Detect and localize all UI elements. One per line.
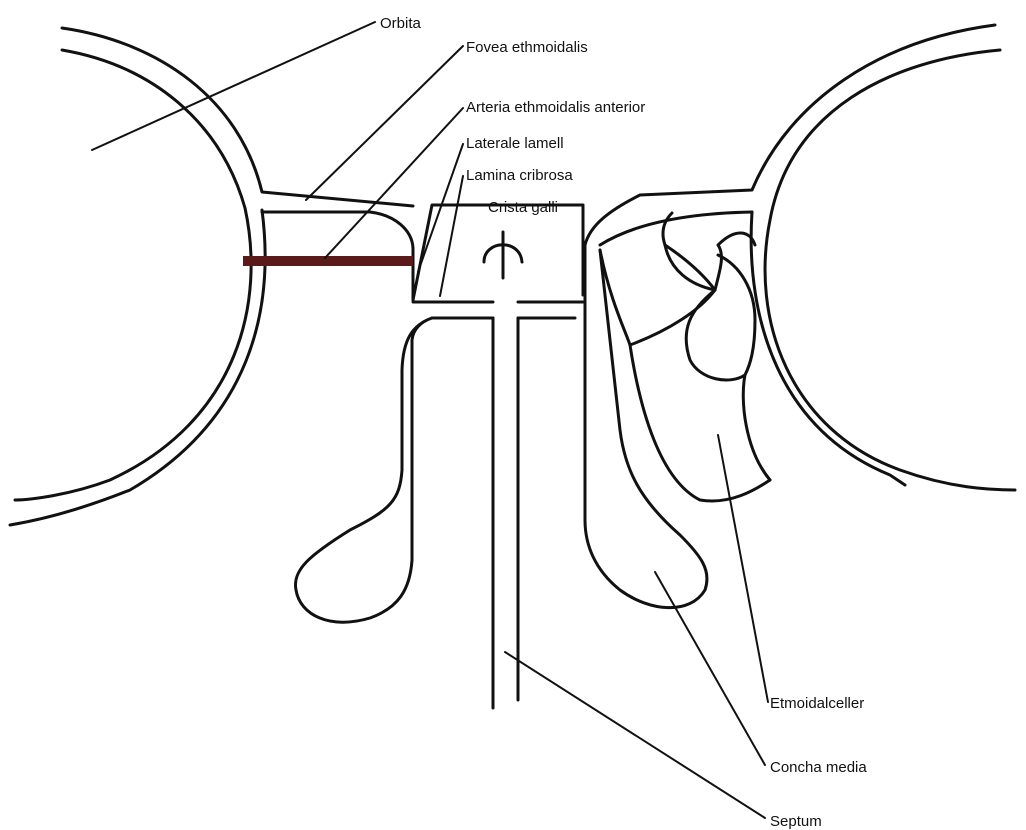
label-arteria-ethmoidalis-anterior: Arteria ethmoidalis anterior <box>466 99 645 116</box>
leader-etmoidalceller <box>718 435 768 702</box>
label-orbita: Orbita <box>380 15 422 32</box>
label-lamina-cribrosa: Lamina cribrosa <box>466 167 573 184</box>
label-septum: Septum <box>770 813 822 830</box>
label-crista-galli: Crista galli <box>488 199 558 216</box>
right-concha-media <box>585 245 707 608</box>
ethmoid-cell-1 <box>600 213 715 345</box>
right-orbit-medial-wall <box>751 212 905 485</box>
label-fovea-ethmoidalis: Fovea ethmoidalis <box>466 39 588 56</box>
lateral-lamella <box>413 205 583 300</box>
leader-septum <box>505 652 765 818</box>
right-orbit-outer-wall <box>585 25 995 245</box>
left-orbit-lower-wall <box>10 210 265 525</box>
label-laterale-lamell: Laterale lamell <box>466 135 564 152</box>
left-concha-media <box>295 318 432 622</box>
right-ethmoid-complex <box>585 212 770 608</box>
leader-orbita <box>92 22 375 150</box>
ethmoid-cell-5 <box>718 255 755 375</box>
leader-fovea-ethmoidalis <box>306 46 463 200</box>
label-etmoidalceller: Etmoidalceller <box>770 695 864 712</box>
crista-galli <box>484 232 522 278</box>
leader-lamina-cribrosa <box>440 176 463 296</box>
left-orbit-inner-wall <box>15 50 251 500</box>
left-orbit-outer-wall <box>62 28 413 206</box>
labels: Orbita Fovea ethmoidalis Arteria ethmoid… <box>380 15 867 830</box>
leader-arteria-ethmoidalis-anterior <box>325 108 463 258</box>
right-orbit <box>585 25 1015 490</box>
nasal-septum <box>493 318 518 708</box>
left-orbit <box>10 28 413 525</box>
ethmoid-cell-4 <box>686 290 770 480</box>
label-concha-media: Concha media <box>770 759 867 776</box>
arteria-ethmoidalis-anterior-bar <box>243 256 413 266</box>
right-lateral-wall <box>600 212 752 245</box>
